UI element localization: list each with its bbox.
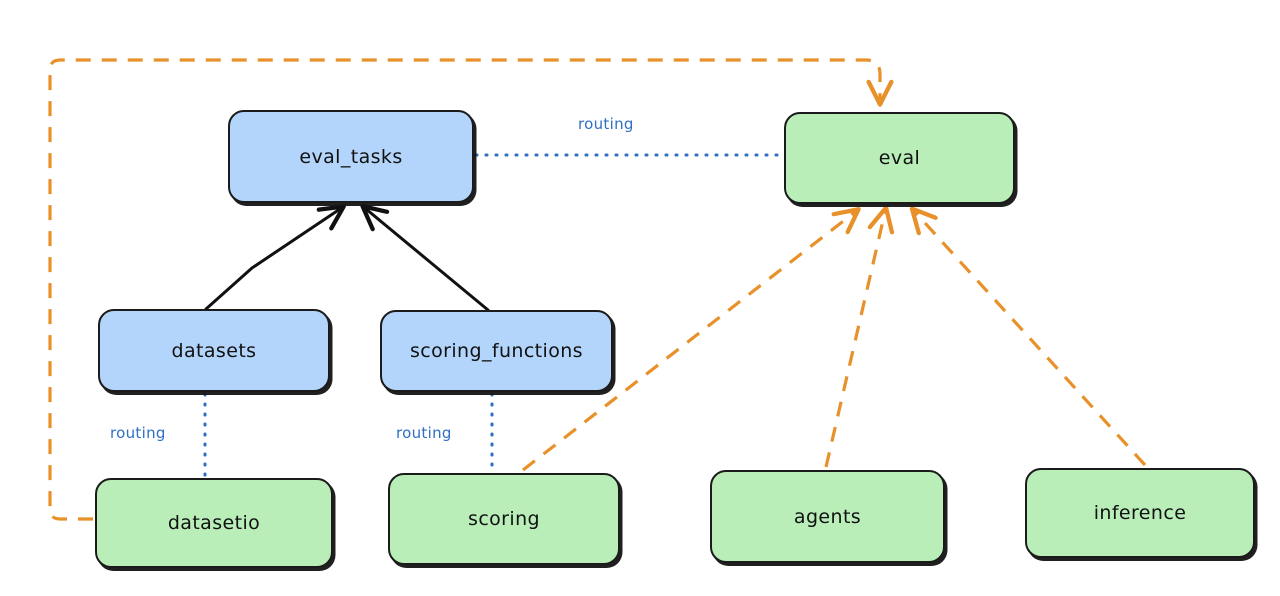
node-inference[interactable]: inference [1025,468,1255,558]
node-eval-label: eval [878,147,921,169]
node-eval[interactable]: eval [784,112,1015,204]
node-datasets-label: datasets [171,339,257,362]
edge-agents-eval [824,205,895,468]
edge-datasets-eval_tasks [204,204,346,311]
edge-datasetio-eval [48,58,894,521]
edge-label-routing-datasetio: routing [110,424,166,442]
edge-scoring-eval [522,207,861,472]
node-eval-tasks-label: eval_tasks [299,145,403,168]
edge-label-routing-eval: routing [578,115,634,133]
edge-inference-eval [909,206,1147,467]
edge-label-routing-scoring: routing [396,424,452,442]
node-datasetio-label: datasetio [167,512,261,534]
node-eval-tasks[interactable]: eval_tasks [228,110,474,203]
edge-scoring_functions-eval_tasks [360,203,490,312]
node-scoring-functions-label: scoring_functions [410,340,583,362]
node-agents[interactable]: agents [710,470,945,563]
node-scoring-label: scoring [468,508,540,530]
node-agents-label: agents [793,505,862,528]
node-scoring[interactable]: scoring [388,473,620,565]
node-datasetio[interactable]: datasetio [95,478,333,568]
node-inference-label: inference [1093,502,1187,524]
node-scoring-functions[interactable]: scoring_functions [380,310,613,392]
node-datasets[interactable]: datasets [98,309,330,392]
